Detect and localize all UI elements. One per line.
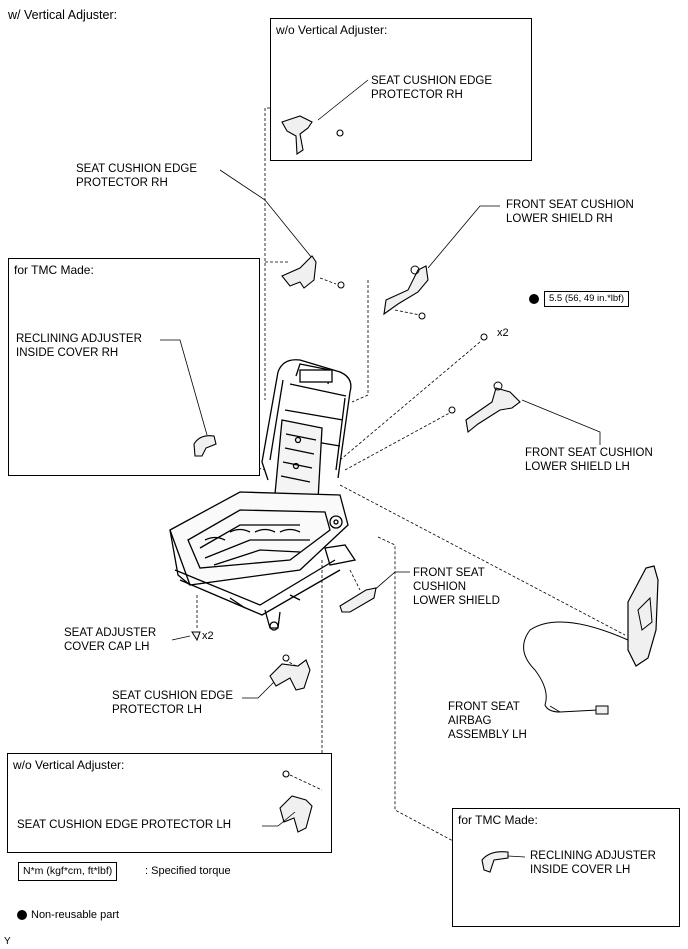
edge-protector-rh-shape [281, 255, 317, 289]
box-tmc-made-left: for TMC Made: [8, 258, 260, 476]
label-edge-protector-rh-box: SEAT CUSHION EDGE PROTECTOR RH [371, 75, 492, 101]
lower-shield-rh-shape [383, 265, 429, 316]
leader-recliner-rh [160, 339, 208, 436]
box-bolt-top [336, 129, 344, 137]
edge-protector-rh-box-part [281, 115, 313, 155]
quantity-bolts: x2 [497, 327, 509, 339]
legend-torque-desc: : Specified torque [145, 865, 231, 877]
box-title-bottom-left: w/o Vertical Adjuster: [13, 758, 125, 772]
box-wo-vertical-adjuster-bottom: w/o Vertical Adjuster: [7, 753, 332, 853]
seat-frame [169, 359, 357, 631]
legend-bullet [17, 910, 27, 920]
label-lower-shield-lh: FRONT SEAT CUSHION LOWER SHIELD LH [525, 447, 653, 473]
leader-edge-lh-box [262, 811, 296, 827]
lower-shield-shape [339, 587, 377, 613]
box-title-bottom-right: for TMC Made: [458, 813, 538, 827]
torque-spec: 5.5 (56, 49 in.*lbf) [544, 291, 629, 307]
footer-code: Y [4, 936, 11, 947]
edge-protector-lh-box-part [279, 795, 313, 833]
label-lower-shield-rh: FRONT SEAT CUSHION LOWER SHIELD RH [506, 199, 634, 225]
airbag-shape [627, 565, 659, 667]
label-adjuster-cover-cap: SEAT ADJUSTER COVER CAP LH [64, 627, 157, 653]
recliner-cover-rh-part [193, 435, 217, 457]
label-recliner-cover-lh: RECLINING ADJUSTER INSIDE COVER LH [530, 850, 656, 876]
label-lower-shield: FRONT SEAT CUSHION LOWER SHIELD [413, 567, 500, 607]
leader-edge-rh-box [317, 79, 369, 121]
box-title-top: w/o Vertical Adjuster: [276, 23, 388, 37]
leader-recliner-lh [507, 855, 526, 858]
label-recliner-cover-rh: RECLINING ADJUSTER INSIDE COVER RH [16, 333, 142, 359]
dash-edge-lh-box [289, 774, 323, 791]
box-title-left: for TMC Made: [14, 263, 94, 277]
label-edge-protector-lh-box: SEAT CUSHION EDGE PROTECTOR LH [17, 819, 232, 831]
quantity-caps: x2 [202, 630, 214, 642]
box-wo-vertical-adjuster-top: w/o Vertical Adjuster: [270, 18, 532, 161]
dashed-assembly-lines [196, 107, 626, 851]
diagram-title: w/ Vertical Adjuster: [8, 8, 118, 22]
label-edge-protector-rh: SEAT CUSHION EDGE PROTECTOR RH [76, 163, 197, 189]
label-edge-protector-lh: SEAT CUSHION EDGE PROTECTOR LH [112, 690, 233, 716]
legend-nonreusable: Non-reusable part [31, 909, 120, 921]
lower-shield-lh-shape [465, 387, 521, 434]
legend-torque-box: N*m (kgf*cm, ft*lbf) [18, 862, 118, 881]
label-airbag-assembly-lh: FRONT SEAT AIRBAG ASSEMBLY LH [448, 701, 527, 741]
edge-protector-lh-shape [269, 659, 311, 691]
box-bolt-bottom [282, 770, 290, 778]
recliner-cover-lh-part [481, 851, 509, 873]
torque-bullet [529, 294, 539, 304]
